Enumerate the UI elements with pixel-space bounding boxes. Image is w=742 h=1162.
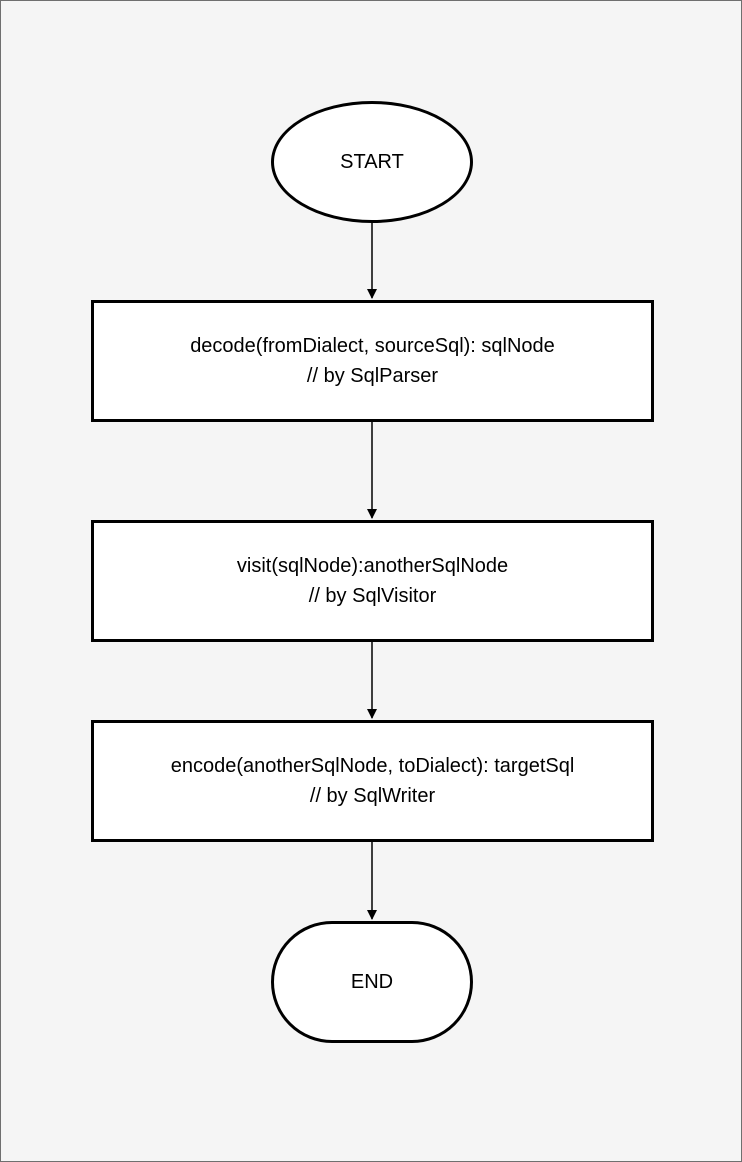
start-label: START: [340, 151, 404, 173]
encode-process-node: encode(anotherSqlNode, toDialect): targe…: [91, 720, 654, 842]
end-label: END: [350, 971, 394, 993]
visit-comment: // by SqlVisitor: [308, 585, 437, 607]
end-node: END: [271, 921, 473, 1043]
start-node: START: [271, 101, 473, 223]
decode-comment: // by SqlParser: [306, 365, 439, 387]
decode-process-node: decode(fromDialect, sourceSql): sqlNode …: [91, 300, 654, 422]
visit-process-node: visit(sqlNode):anotherSqlNode // by SqlV…: [91, 520, 654, 642]
encode-signature: encode(anotherSqlNode, toDialect): targe…: [170, 755, 575, 777]
decode-signature: decode(fromDialect, sourceSql): sqlNode: [190, 335, 555, 357]
visit-signature: visit(sqlNode):anotherSqlNode: [236, 555, 509, 577]
encode-comment: // by SqlWriter: [309, 785, 436, 807]
